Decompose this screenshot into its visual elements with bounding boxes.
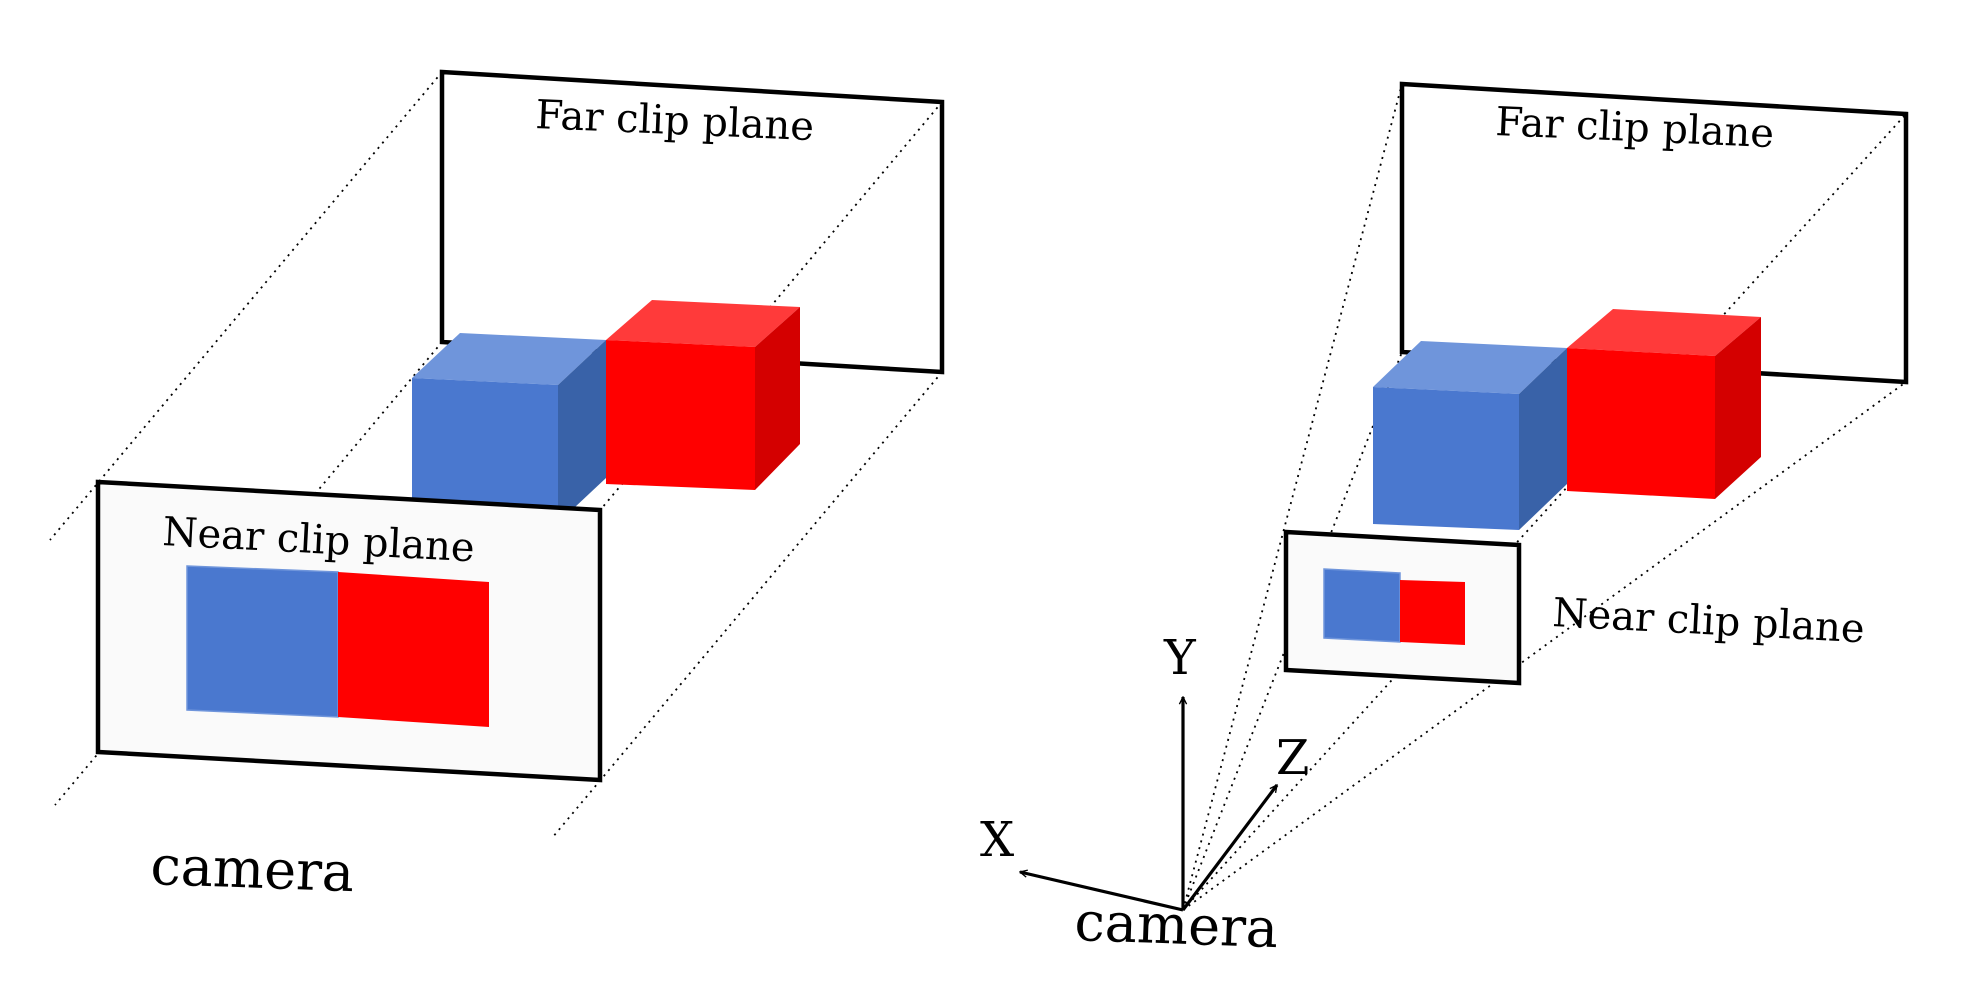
ortho-red-cube <box>606 300 800 490</box>
blue-cube-side <box>558 340 606 523</box>
z-axis-label: Z <box>1276 730 1309 786</box>
z-axis-arrow <box>1181 785 1279 911</box>
persp-far-clip-plane <box>1399 81 1909 385</box>
ortho-projected-blue <box>186 565 339 718</box>
red-cube-side <box>755 307 800 490</box>
persp-near-clip-label: Near clip plane <box>1551 590 1865 652</box>
blue-cube-top <box>1373 341 1567 394</box>
persp-far-clip-label: Far clip plane <box>1495 99 1775 157</box>
ortho-camera-label: camera <box>150 834 356 904</box>
ortho-blue-cube <box>412 333 606 523</box>
persp-blue-cube <box>1373 341 1567 530</box>
red-cube-top <box>1567 309 1761 356</box>
x-axis-label: X <box>980 812 1014 868</box>
blue-cube-front <box>1373 387 1519 530</box>
ortho-projected-red <box>338 572 489 727</box>
blue-cube-top <box>412 333 606 385</box>
orthographic-view: Far clip plane Near clip plane camera <box>49 69 945 904</box>
persp-camera-label: camera <box>1074 890 1280 960</box>
red-cube-top <box>606 300 800 347</box>
blue-cube-front <box>412 378 558 523</box>
x-axis-arrow <box>1020 872 1184 912</box>
camera-axes: Y Z X <box>980 630 1309 912</box>
blue-cube-side <box>1519 348 1567 530</box>
persp-frustum-lines <box>1182 83 1907 911</box>
persp-projected-image <box>1323 568 1465 645</box>
perspective-view: Far clip plane Near clip plane Y Z X <box>980 81 1909 960</box>
persp-projected-red <box>1400 580 1465 645</box>
y-axis-label: Y <box>1163 630 1197 686</box>
persp-projected-blue <box>1323 568 1401 643</box>
ortho-far-clip-label: Far clip plane <box>535 92 815 150</box>
red-cube-front <box>1567 348 1715 499</box>
ortho-far-clip-plane <box>439 69 945 375</box>
red-cube-side <box>1715 317 1761 499</box>
red-cube-front <box>606 340 755 490</box>
persp-red-cube <box>1567 309 1761 499</box>
ortho-projected-image <box>186 565 489 727</box>
